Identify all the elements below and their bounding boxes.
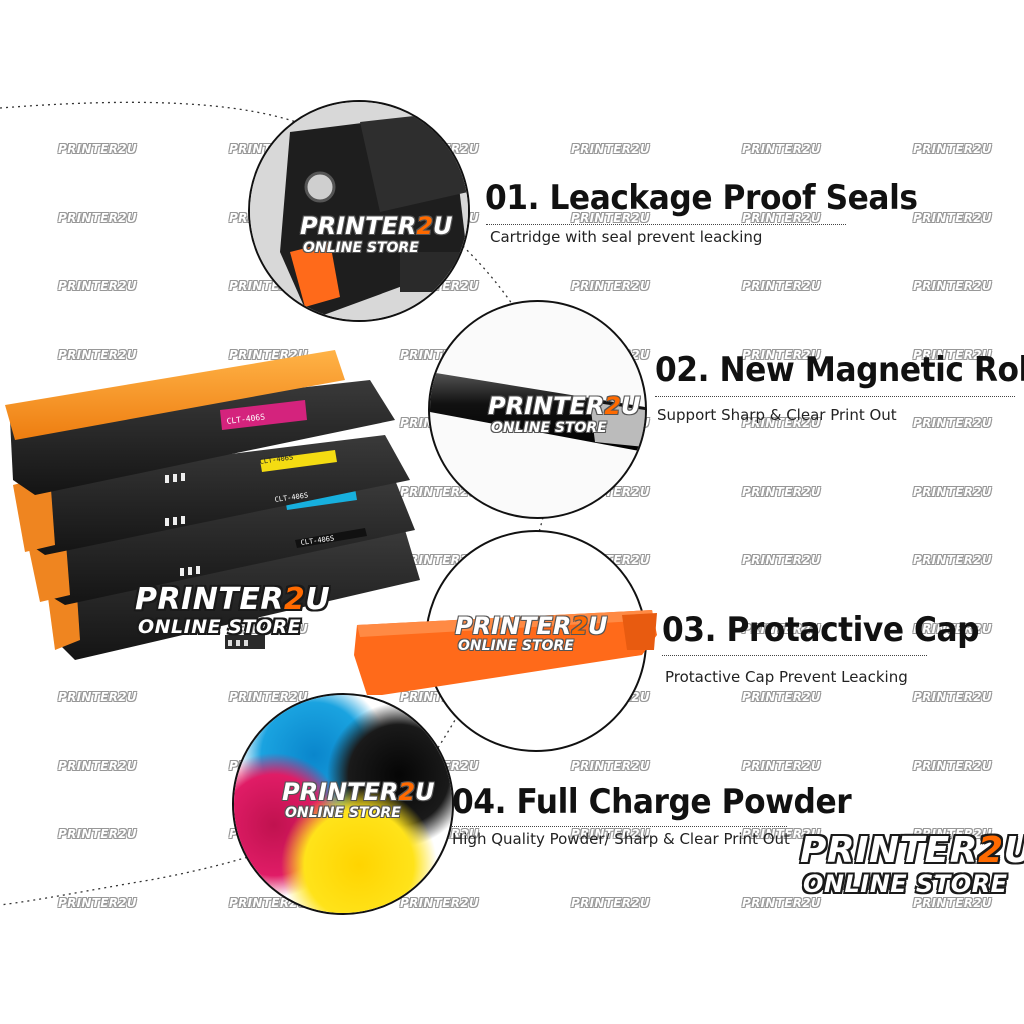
feature-1-divider (486, 224, 846, 225)
watermark-text: PRINTER2U (400, 895, 479, 910)
watermark-text: PRINTER2U (913, 621, 992, 636)
watermark-text: PRINTER2U (913, 210, 992, 225)
watermark-text: PRINTER2U (742, 142, 821, 156)
watermark-text: PRINTER2U (58, 690, 137, 704)
feature-4-desc: High Quality Powder/ Sharp & Clear Print… (452, 830, 790, 848)
watermark-text: PRINTER2U (742, 621, 821, 636)
cartridge-overlay-logo: PRINTER2U (135, 582, 331, 617)
watermark-text: PRINTER2U (742, 553, 821, 567)
watermark-text: PRINTER2U (742, 690, 821, 704)
circle3-tagline: ONLINE STORE (458, 638, 574, 654)
watermark-text: PRINTER2U (571, 895, 650, 910)
circle2-logo: PRINTER2U (488, 392, 641, 420)
watermark-text: PRINTER2U (913, 416, 992, 430)
feature-3-title: 03. Protactive Cap (662, 610, 980, 650)
protective-cap (354, 610, 657, 695)
watermark-text: PRINTER2U (571, 758, 650, 773)
feature-4-title: 04. Full Charge Powder (452, 782, 852, 822)
brand-tagline: ONLINE STORE (803, 870, 1008, 898)
circle4-logo: PRINTER2U (282, 778, 435, 806)
watermark-text: PRINTER2U (400, 484, 479, 499)
feature-2-title: 02. New Magnetic Roller (655, 350, 1024, 390)
watermark-text: PRINTER2U (913, 827, 992, 841)
cartridge-magenta: CLT-406S CLT-406S (5, 350, 395, 495)
watermark-text: PRINTER2U (742, 416, 821, 430)
watermark-text: PRINTER2U (913, 758, 992, 773)
watermark-text: PRINTER2U (913, 484, 992, 499)
watermark-text: PRINTER2U (571, 210, 650, 225)
watermark-text: PRINTER2U (229, 621, 308, 636)
feature-4-divider (452, 826, 787, 827)
watermark-text: PRINTER2U (58, 827, 137, 841)
watermark-text: PRINTER2U (58, 210, 137, 225)
watermark-text: PRINTER2U (58, 347, 137, 362)
brand-logo: PRINTER2U (800, 830, 1024, 871)
watermark-text: PRINTER2U (913, 690, 992, 704)
watermark-text: PRINTER2U (742, 895, 821, 910)
feature-2-desc: Support Sharp & Clear Print Out (657, 406, 897, 424)
feature-1-title: 01. Leackage Proof Seals (485, 178, 918, 218)
arc-top (0, 101, 371, 171)
cartridge-yellow: CLT-406S (13, 435, 410, 555)
watermark-text: PRINTER2U (58, 895, 137, 910)
watermark-text: PRINTER2U (913, 142, 992, 156)
watermark-text: PRINTER2U (742, 758, 821, 773)
watermark-text: PRINTER2U (571, 279, 650, 293)
watermark-text: PRINTER2U (913, 347, 992, 362)
watermark-text: PRINTER2U (58, 279, 137, 293)
watermark-text: PRINTER2U (742, 347, 821, 362)
watermark-text: PRINTER2U (229, 690, 308, 704)
watermark-text: PRINTER2U (742, 279, 821, 293)
watermark-text: PRINTER2U (913, 279, 992, 293)
circle3-logo: PRINTER2U (455, 612, 608, 640)
watermark-text: PRINTER2U (571, 827, 650, 841)
watermark-text: PRINTER2U (913, 895, 992, 910)
feature-3-desc: Protactive Cap Prevent Leacking (665, 668, 908, 686)
circle2-tagline: ONLINE STORE (491, 420, 607, 436)
cartridge-overlay-tagline: ONLINE STORE (138, 616, 302, 638)
seal-closeup-circle (248, 100, 470, 322)
circle1-logo: PRINTER2U (300, 212, 453, 240)
feature-3-divider (662, 655, 927, 656)
powder-closeup-circle (232, 693, 454, 915)
roller-closeup-circle (428, 300, 647, 519)
feature-1-desc: Cartridge with seal prevent leacking (490, 228, 763, 246)
circle4-tagline: ONLINE STORE (285, 805, 401, 821)
watermark-text: PRINTER2U (742, 484, 821, 499)
toner-cartridge-stack: CLT-406S CLT-406S CLT-406S CLT-406S (5, 350, 420, 660)
circle1-tagline: ONLINE STORE (303, 240, 419, 256)
watermark-text: PRINTER2U (742, 210, 821, 225)
watermark-text: PRINTER2U (571, 142, 650, 156)
watermark-text: PRINTER2U (58, 758, 137, 773)
feature-2-divider (655, 396, 1015, 397)
watermark-text: PRINTER2U (742, 827, 821, 841)
watermark-text: PRINTER2U (58, 142, 137, 156)
watermark-text: PRINTER2U (913, 553, 992, 567)
